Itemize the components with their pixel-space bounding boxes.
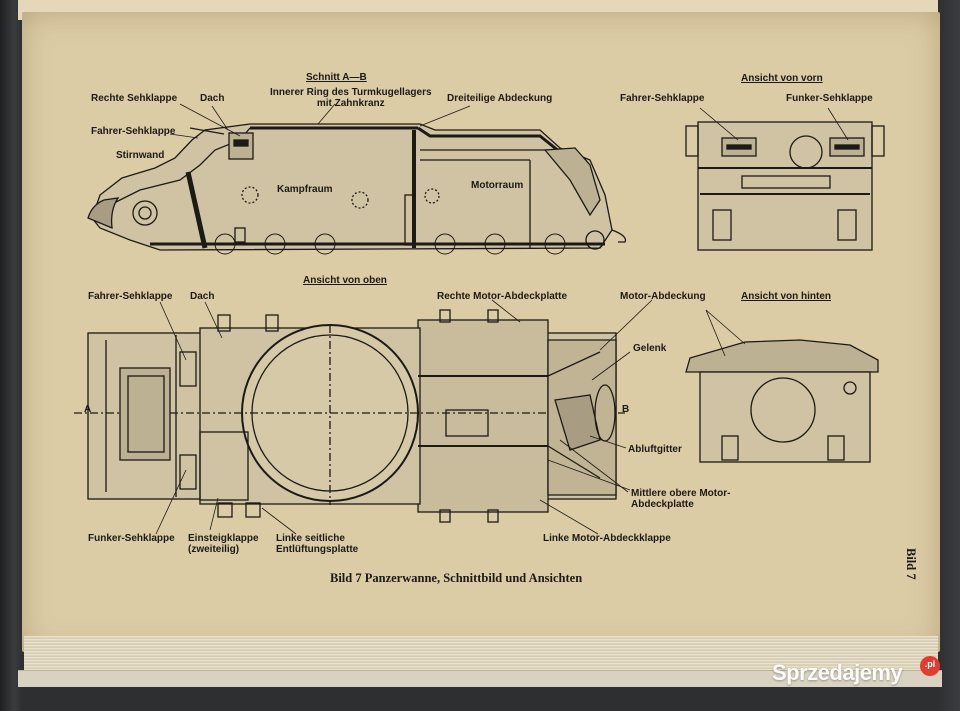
label-innerer-ring-line1: Innerer Ring des Turmkugellagers [270, 87, 432, 98]
label-innerer-ring-line2: mit Zahnkranz [316, 98, 385, 109]
label-dach-plan: Dach [190, 291, 215, 302]
schnitt-title: Schnitt A—B [306, 72, 367, 83]
page-stack-edge [24, 636, 938, 670]
title-ansicht-hinten: Ansicht von hinten [741, 291, 831, 302]
label-kampfraum: Kampfraum [277, 184, 333, 195]
label-fahrer-sehklappe-side: Fahrer-Sehklappe [91, 126, 176, 137]
rear-view [685, 339, 879, 463]
section-mark-b: B [622, 404, 630, 415]
section-mark-a: A [84, 404, 92, 415]
label-einsteig-line2: (zweiteilig) [188, 544, 240, 555]
label-mittlere-obere: Mittlere obere Motor- Abdeckplatte [631, 488, 730, 510]
label-gelenk: Gelenk [633, 343, 667, 354]
side-section-view [87, 123, 627, 255]
label-mittlere-line1: Mittlere obere Motor- [631, 488, 731, 499]
title-ansicht-vorn: Ansicht von vorn [741, 73, 823, 84]
label-linke-entlueftung-line2: Entlüftungsplatte [276, 544, 359, 555]
watermark-text: Sprzedajemy [772, 660, 903, 685]
label-dach-side: Dach [200, 93, 225, 104]
label-linke-entlueftung-line1: Linke seitliche [276, 533, 345, 544]
top-view [74, 309, 625, 523]
label-mittlere-line2: Abdeckplatte [631, 499, 694, 510]
label-einsteigklappe: Einsteigklappe (zweiteilig) [188, 533, 259, 555]
book-cover-edge [18, 670, 942, 687]
label-rechte-sehklappe: Rechte Sehklappe [91, 93, 178, 104]
label-linke-entlueftung: Linke seitliche Entlüftungsplatte [276, 533, 358, 555]
label-motor-abdeckung: Motor-Abdeckung [620, 291, 706, 302]
label-linke-motor-abdeckklappe: Linke Motor-Abdeckklappe [543, 533, 671, 544]
label-innerer-ring: Innerer Ring des Turmkugellagers mit Zah… [270, 87, 432, 109]
side-figure-tag: Bild 7 [904, 548, 918, 580]
title-ansicht-oben: Ansicht von oben [303, 275, 387, 286]
label-stirnwand: Stirnwand [116, 150, 165, 161]
front-view [685, 121, 885, 251]
label-dreiteilige-abdeckung: Dreiteilige Abdeckung [447, 93, 553, 104]
label-fahrer-sehklappe-top: Fahrer-Sehklappe [88, 291, 173, 302]
label-motorraum: Motorraum [471, 180, 524, 191]
leader-lines [155, 103, 849, 535]
label-fahrer-sehklappe-front: Fahrer-Sehklappe [620, 93, 705, 104]
label-abluftgitter: Abluftgitter [628, 444, 682, 455]
label-rechte-motor-abdeckplatte: Rechte Motor-Abdeckplatte [437, 291, 568, 302]
watermark-badge-text: .pl [924, 659, 936, 669]
label-funker-sehklappe-front: Funker-Sehklappe [786, 93, 873, 104]
figure-caption: Bild 7 Panzerwanne, Schnittbild und Ansi… [330, 571, 583, 585]
label-funker-sehklappe-plan: Funker-Sehklappe [88, 533, 175, 544]
watermark-badge: .pl [920, 656, 940, 676]
label-einsteig-line1: Einsteigklappe [188, 533, 259, 544]
